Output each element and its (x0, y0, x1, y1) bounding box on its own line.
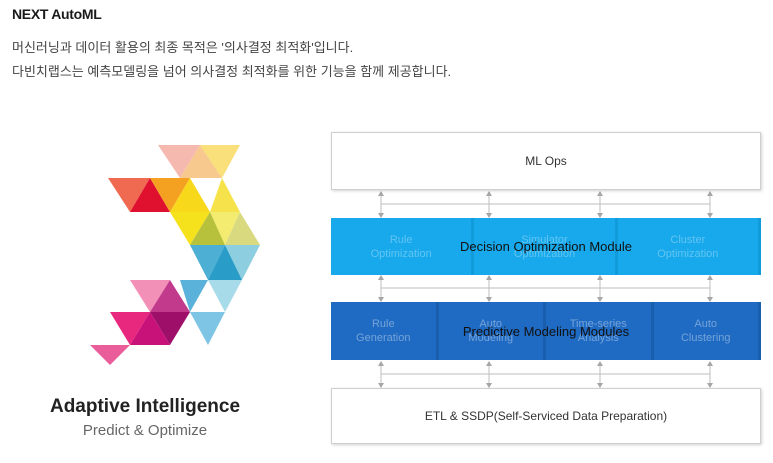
rule-optimization-block: Rule Optimization (331, 218, 475, 275)
auto-modeling-block: Auto Modeling (439, 302, 546, 360)
auto-clustering-block: Auto Clustering (654, 302, 761, 360)
ml-ops-label: ML Ops (525, 154, 567, 168)
rule-generation-block: Rule Generation (331, 302, 439, 360)
brand-tagline: Predict & Optimize (82, 422, 208, 439)
etl-ssdp-layer: ETL & SSDP(Self-Serviced Data Preparatio… (331, 388, 761, 444)
layer-connectors (378, 191, 713, 388)
simulator-optimization-block: Simulator Optimization (474, 218, 618, 275)
predictive-modeling-layer: Rule Generation Auto Modeling Time-serie… (331, 302, 761, 360)
ml-ops-layer: ML Ops (331, 132, 761, 190)
page-title: NEXT AutoML (12, 6, 102, 22)
etl-ssdp-label: ETL & SSDP(Self-Serviced Data Preparatio… (424, 409, 668, 423)
cluster-optimization-block: Cluster Optimization (618, 218, 761, 275)
adaptive-intelligence-logo (90, 145, 260, 365)
brand-name: Adaptive Intelligence (49, 396, 241, 417)
decision-optimization-layer: Rule Optimization Simulator Optimization… (331, 218, 761, 275)
intro-text-line-1: 머신러닝과 데이터 활용의 최종 목적은 '의사결정 최적화'입니다. (12, 40, 354, 55)
intro-text-line-2: 다빈치랩스는 예측모델링을 넘어 의사결정 최적화를 위한 기능을 함께 제공합… (12, 64, 452, 79)
time-series-analysis-block: Time-series Analysis (546, 302, 654, 360)
